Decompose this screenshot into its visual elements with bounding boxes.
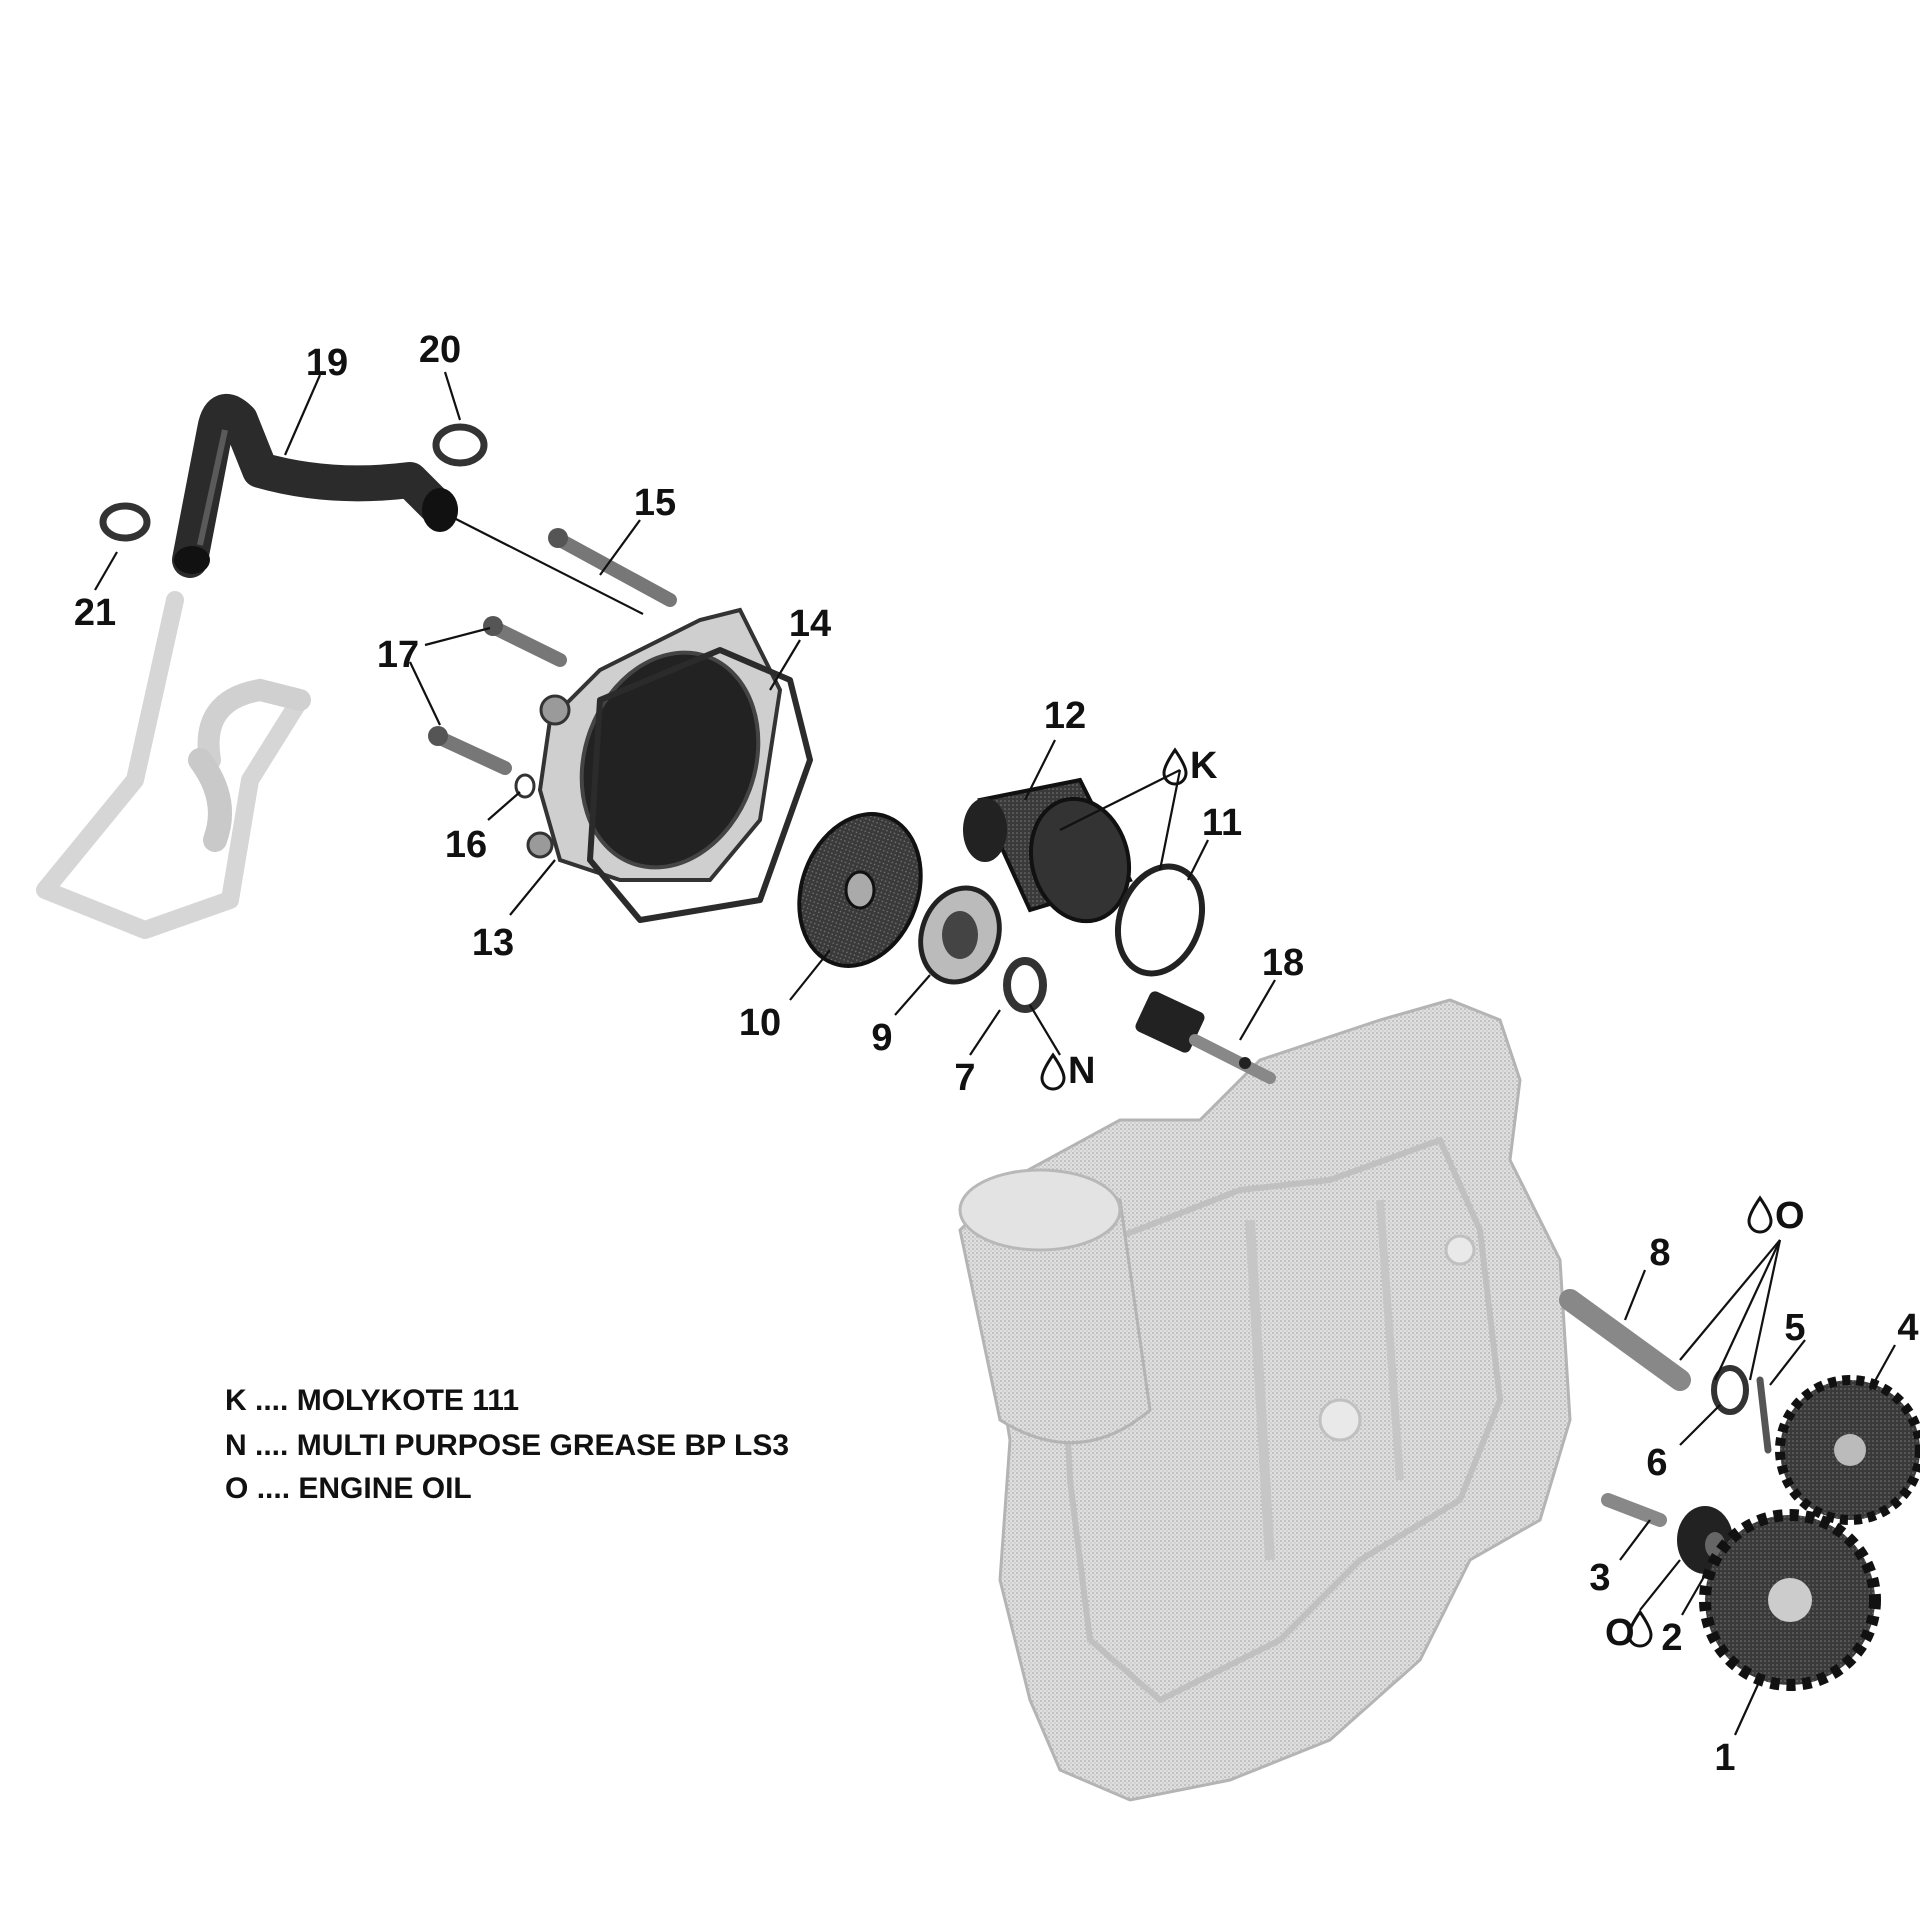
callout-20: 20 [419,329,461,371]
screw-part-15 [548,528,677,607]
callout-1: 1 [1714,1737,1735,1779]
callout-18: 18 [1262,942,1304,984]
svg-text:O: O [1775,1195,1805,1237]
legend-row-o: O .... ENGINE OIL [225,1472,472,1505]
callout-13: 13 [472,922,514,964]
shaft-part-8 [1559,1289,1691,1391]
callout-19: 19 [306,342,348,384]
sleeve-part-12 [963,777,1133,924]
gear-part-1 [1699,1509,1881,1691]
callout-12: 12 [1044,695,1086,737]
callout-10: 10 [739,1002,781,1044]
callout-7: 7 [954,1057,975,1099]
callout-14: 14 [789,603,831,645]
svg-text:K .... MOLYKOTE 111: K .... MOLYKOTE 111 [225,1384,519,1417]
lubricant-marks: K N O O [1040,745,1805,1654]
svg-text:O .... ENGINE OIL: O .... ENGINE OIL [225,1472,472,1505]
callout-21: 21 [74,592,116,634]
oil-drop-icon [1747,1195,1773,1234]
callout-9: 9 [871,1017,892,1059]
callout-5: 5 [1784,1307,1805,1349]
engine-cover-ghost [958,998,1572,1802]
callout-6: 6 [1646,1442,1667,1484]
callout-3: 3 [1589,1557,1610,1599]
callout-4: 4 [1897,1307,1918,1349]
lubricant-legend: K .... MOLYKOTE 111 N .... MULTI PURPOSE… [225,1384,789,1505]
oil-drop-icon [1627,1609,1653,1648]
callout-17: 17 [377,634,419,676]
legend-row-n: N .... MULTI PURPOSE GREASE BP LS3 [225,1429,789,1462]
pump-housing-part-13 [526,607,783,882]
leader-lines [94,371,1896,1736]
callout-2: 2 [1661,1617,1682,1659]
oil-drop-icon [1040,1052,1066,1091]
gear-part-4 [1775,1375,1920,1525]
lubricant-mark-o-bottom: O [1605,1609,1653,1654]
pin-part-5 [1756,1376,1772,1454]
svg-text:K: K [1190,745,1218,787]
bolt-part-3 [1601,1493,1667,1527]
screw-part-17a [483,616,567,667]
callout-15: 15 [634,482,676,524]
hose-clamp-part-20 [432,423,488,467]
seal-part-9 [918,885,1002,985]
callout-8: 8 [1649,1232,1670,1274]
seal-ring-part-7 [1003,957,1047,1013]
impeller-part-10 [797,812,923,968]
callout-16: 16 [445,824,487,866]
svg-text:N: N [1068,1050,1095,1092]
gasket-part-14 [587,647,813,923]
lubricant-mark-n: N [1040,1050,1095,1092]
hose-clamp-part-21 [99,502,151,542]
o-ring-part-16 [514,773,536,799]
svg-text:N .... MULTI PURPOSE GREASE BP: N .... MULTI PURPOSE GREASE BP LS3 [225,1429,789,1462]
coolant-tube-ghost [36,591,311,939]
oil-drop-icon [1162,747,1188,786]
legend-row-k: K .... MOLYKOTE 111 [225,1384,519,1417]
lubricant-mark-k: K [1162,745,1218,787]
o-ring-part-11 [1114,863,1206,977]
lubricant-mark-o-top: O [1747,1195,1805,1237]
callout-11: 11 [1202,802,1242,844]
callout-numbers: 1 2 3 4 5 6 7 8 9 10 11 12 13 14 15 16 1… [74,329,1919,1779]
coolant-hose-part [172,394,458,578]
screw-part-17b [428,726,512,775]
washer-part-6 [1711,1365,1749,1415]
temperature-sensor-part-18 [1135,991,1276,1084]
